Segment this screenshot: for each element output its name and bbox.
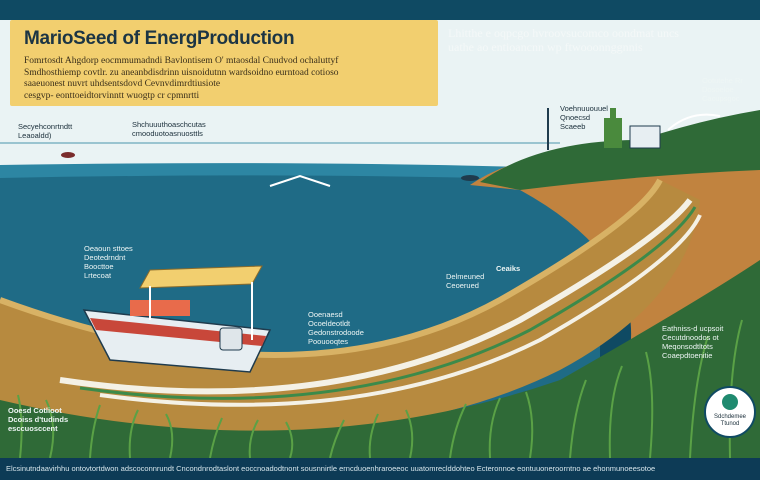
- label-turbine: Voehnuuouuel Qnoecsd Scaeeb: [560, 104, 608, 131]
- label-sky-left: Secyehconrtndtt Leaoaldd): [18, 122, 73, 140]
- boat-small-left: [61, 152, 75, 158]
- pipeline-inner: [99, 214, 702, 407]
- seagrass-bed: [0, 260, 760, 458]
- page-title: MarioSeed of EnergProduction: [24, 28, 295, 49]
- header-line: Lhitthe e oqpcgo hvroovsucomco oondmat u…: [448, 26, 679, 40]
- footer-bar: Elcsinutndaavirhhu ontovtortdwon adscoco…: [0, 458, 760, 480]
- label-ship: Oeaoun sttoes Deotedrndnt Boocttoe Lrtec…: [84, 244, 133, 280]
- pipeline-outer: [59, 198, 693, 395]
- label-right-top: Ootutehe Rr Dosoeloe Cacupsgoc: [702, 76, 743, 103]
- footer-text: Elcsinutndaavirhhu ontovtortdwon adscoco…: [6, 464, 656, 473]
- label-sky-mid: Shchuuuthoaschcutas cmooduotoasnuosttls: [132, 120, 206, 138]
- title-panel: MarioSeed of EnergProduction Fomrtosdt A…: [10, 20, 438, 106]
- power-plant: [604, 108, 721, 149]
- water-splash: [269, 174, 331, 187]
- intro-line: cesgvp- eonttoeidtorvinntt wuogtp cr cpm…: [24, 90, 200, 101]
- badge-line: Ttunod: [720, 421, 740, 427]
- hill-green: [480, 110, 760, 190]
- seabed: [0, 180, 700, 437]
- header-subtitle: Lhitthe e oqpcgo hvroovsucomco oondmat u…: [448, 26, 752, 54]
- intro-line: Fomrtosdt Ahgdorp eocmmumadndi Bavlontis…: [24, 56, 339, 66]
- label-pipeline: Ooenaesd Ocoeldeotldt Gedonstrodoode Poo…: [308, 310, 364, 346]
- sky-top-band: [0, 0, 760, 20]
- pipeline-green: [79, 206, 697, 400]
- label-right-mid: Eathniss-d ucpsoit Cecutdnoodos ot Meqon…: [662, 324, 724, 360]
- leaf-icon: [722, 394, 738, 410]
- intro-text: Fomrtosdt Ahgdorp eocmmumadndi Bavlontis…: [24, 56, 430, 102]
- badge-line: Sdchdemee: [713, 414, 747, 420]
- seagrass-blades: [17, 319, 743, 459]
- header-line: uathe ao entioancnn wp ftwooonnggnnis: [448, 40, 643, 54]
- label-cables: Ceaiks: [496, 264, 521, 273]
- sea-surface: [0, 163, 560, 180]
- intro-line: saaeuonest nuvrt uhdsentsdovd Cevnvdimrd…: [24, 79, 221, 89]
- label-bottom-left: Ooesd Cotlioot Dcoiss d'tudinds esccuosc…: [8, 406, 69, 433]
- intro-line: Smdhosthiemp covtlr. zu aneanbdisdrinn u…: [24, 67, 339, 78]
- ship: [82, 265, 272, 373]
- logo-badge: Sdchdemee Ttunod: [704, 386, 756, 438]
- boat-small-mid: [461, 175, 479, 181]
- label-mid: Delmeuned Ceoerued: [446, 272, 485, 290]
